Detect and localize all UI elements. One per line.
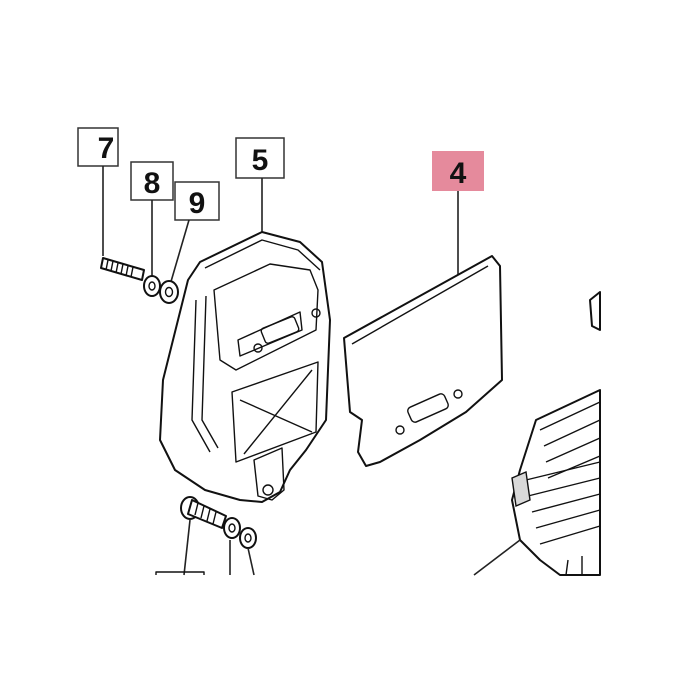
callout-box-5 <box>235 137 285 179</box>
bolt-top <box>100 257 145 281</box>
callout-label-4: 4 <box>450 157 467 190</box>
washer-bottom-2 <box>239 527 257 549</box>
callout-label-7: 7 <box>98 132 115 165</box>
bolt-bottom <box>180 496 227 529</box>
callout-label-5: 5 <box>252 144 269 177</box>
callout-7[interactable]: 7 <box>77 127 119 167</box>
callout-label-9: 9 <box>189 187 206 220</box>
callout-box-8 <box>130 161 174 201</box>
callout-box-9 <box>174 181 220 221</box>
callout-8[interactable]: 8 <box>130 161 174 201</box>
leader-line-bottom-3 <box>247 547 255 576</box>
leader-line-bottom-1 <box>183 519 191 576</box>
callout-label-8: 8 <box>144 167 161 200</box>
callout-4-highlighted[interactable]: 4 <box>432 151 484 191</box>
leader-line-9 <box>169 219 190 286</box>
gasket-part-4 <box>343 255 503 467</box>
callout-5[interactable]: 5 <box>235 137 285 179</box>
washer-9 <box>159 280 179 304</box>
washer-8 <box>143 275 161 297</box>
washer-bottom-1 <box>223 517 241 539</box>
callout-box-7 <box>77 127 119 167</box>
leader-line-engine <box>473 539 521 576</box>
engine-cylinder <box>511 291 601 576</box>
callout-box-4 <box>432 151 484 191</box>
callout-9[interactable]: 9 <box>174 181 220 221</box>
callout-box-bottom-cropped <box>155 571 205 575</box>
muffler-part-5 <box>159 231 331 503</box>
